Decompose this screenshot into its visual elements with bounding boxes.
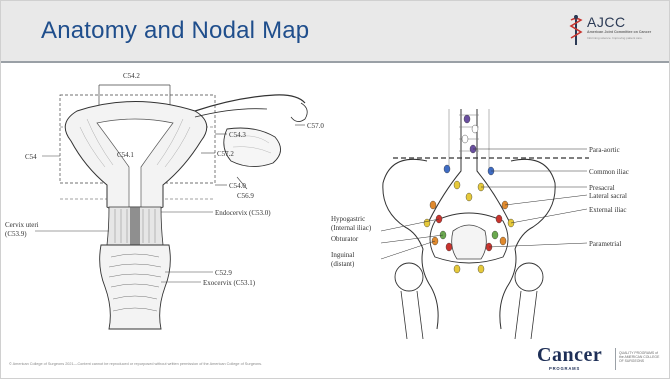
ajcc-logo-tagline: Informing science. Improving patient car… <box>587 36 643 40</box>
cancer-logo-programs: PROGRAMS <box>549 366 580 371</box>
label-para-aortic: Para-aortic <box>589 146 620 154</box>
caduceus-icon <box>569 14 583 46</box>
label-c54-3: C54.3 <box>229 131 246 139</box>
label-c54: C54 <box>25 153 37 161</box>
label-c54-0: C54.0 <box>229 182 246 190</box>
label-c54-2: C54.2 <box>123 72 140 80</box>
label-external-iliac: External iliac <box>589 206 627 214</box>
label-internal-iliac: (Internal iliac) <box>331 224 372 232</box>
ajcc-logo: AJCC American Joint Committee on Cancer … <box>569 14 667 50</box>
label-distant: (distant) <box>331 260 355 268</box>
label-exocervix: Exocervix (C53.1) <box>203 279 256 287</box>
label-parametrial: Parametrial <box>589 240 621 248</box>
label-c57-2: C57.2 <box>217 150 234 158</box>
label-lateral-sacral: Lateral sacral <box>589 192 627 200</box>
label-c52-9: C52.9 <box>215 269 232 277</box>
slide-header: Anatomy and Nodal Map AJCC American Join… <box>1 1 669 63</box>
cancer-logo-quality: QUALITY PROGRAMS of the AMERICAN COLLEGE… <box>619 351 663 364</box>
ajcc-logo-subtitle: American Joint Committee on Cancer <box>587 30 651 34</box>
pelvic-nodal-map-figure: Para-aortic Common iliac Presacral Later… <box>331 109 669 339</box>
label-hypogastric: Hypogastric <box>331 215 365 223</box>
label-obturator: Obturator <box>331 235 359 243</box>
label-common-iliac: Common iliac <box>589 168 629 176</box>
cancer-programs-logo: Cancer PROGRAMS QUALITY PROGRAMS of the … <box>537 344 661 374</box>
copyright-footer: © American College of Surgeons 2021—Cont… <box>9 362 262 366</box>
label-c56-9: C56.9 <box>237 192 254 200</box>
ajcc-logo-name: AJCC <box>587 14 626 30</box>
label-c54-1: C54.1 <box>117 151 134 159</box>
label-presacral: Presacral <box>589 184 615 192</box>
slide-title: Anatomy and Nodal Map <box>41 17 309 45</box>
label-cervix-code: (C53.9) <box>5 230 27 238</box>
label-c57-0: C57.0 <box>307 122 324 130</box>
label-endocervix: Endocervix (C53.0) <box>215 209 271 217</box>
uterus-anatomy-figure: C54.2 C54 C54.1 C54.3 C57.2 C57.0 C54.0 … <box>5 67 335 337</box>
label-inguinal: Inguinal <box>331 251 354 259</box>
cancer-logo-divider <box>615 348 616 370</box>
cancer-logo-word: Cancer <box>537 344 602 367</box>
label-cervix-uteri: Cervix uteri <box>5 221 39 229</box>
